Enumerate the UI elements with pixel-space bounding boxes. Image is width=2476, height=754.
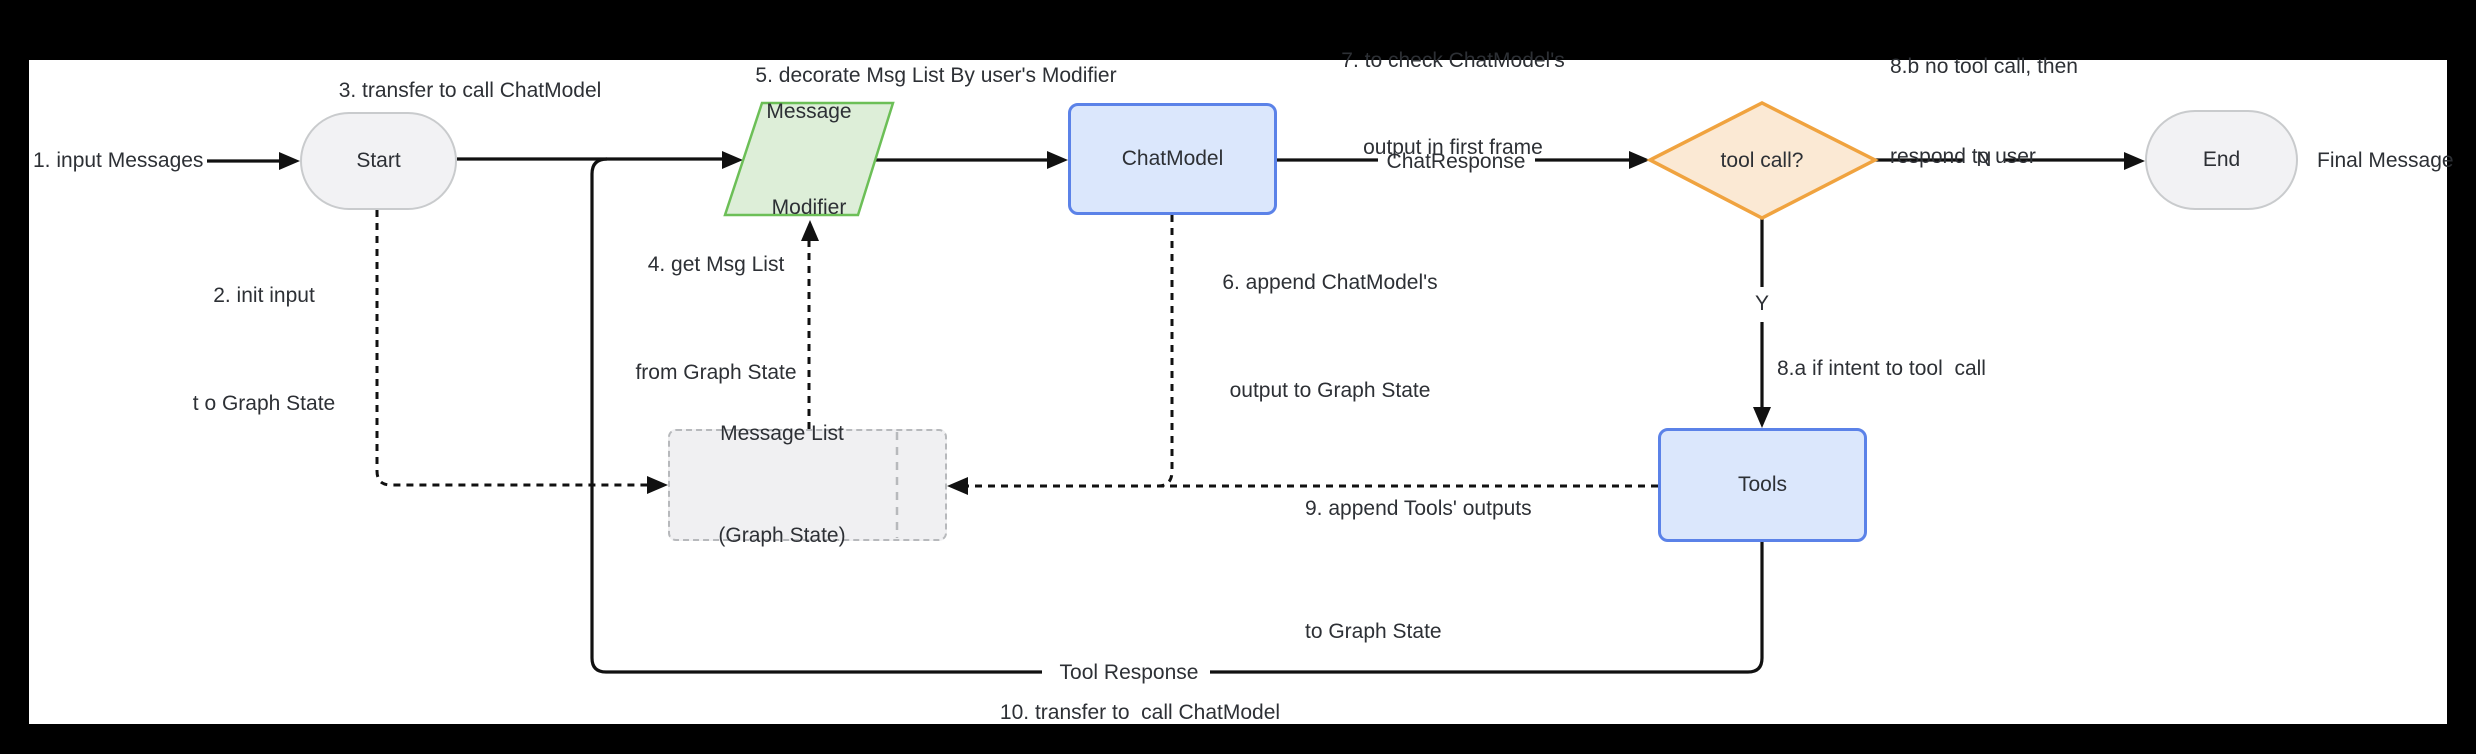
node-message-modifier-label: Message Modifier [766, 100, 852, 219]
annotation-step8b: 8.b no tool call, then respond to user [1890, 55, 2078, 168]
edge-label-yes: Y [1754, 292, 1770, 315]
node-message-list-label: Message List (Graph State) [718, 422, 846, 547]
node-chatmodel-label: ChatModel [1121, 147, 1224, 170]
node-start: Start [300, 112, 457, 210]
annotation-step4: 4. get Msg List from Graph State [635, 253, 797, 384]
node-end: End [2145, 110, 2298, 210]
edge-label-no: N [1976, 148, 1992, 171]
annotation-step2: 2. init input t o Graph State [192, 284, 336, 415]
node-start-label: Start [356, 149, 401, 172]
node-toolcall-label: tool call? [1720, 149, 1804, 172]
edge-label-final-message: Final Message [2317, 149, 2454, 172]
node-tools: Tools [1658, 428, 1867, 542]
node-message-list [668, 429, 947, 541]
edge-label-tool-response: Tool Response [1059, 661, 1199, 684]
annotation-step3: 3. transfer to call ChatModel [338, 79, 602, 102]
node-tools-label: Tools [1737, 473, 1788, 496]
annotation-step7: 7. to check ChatModel's output in first … [1341, 49, 1565, 159]
annotation-step1: 1. input Messages [33, 149, 204, 172]
edge-label-chat-response: ChatResponse [1386, 150, 1526, 173]
node-chatmodel: ChatModel [1068, 103, 1277, 215]
annotation-step9: 9. append Tools' outputs to Graph State [1305, 497, 1532, 643]
annotation-step8a: 8.a if intent to tool call [1777, 357, 1986, 380]
annotation-step6: 6. append ChatModel's output to Graph St… [1222, 271, 1438, 402]
annotation-step10: 10. transfer to call ChatModel [999, 701, 1281, 724]
annotation-step5: 5. decorate Msg List By user's Modifier [755, 64, 1117, 87]
node-end-label: End [2202, 148, 2241, 171]
